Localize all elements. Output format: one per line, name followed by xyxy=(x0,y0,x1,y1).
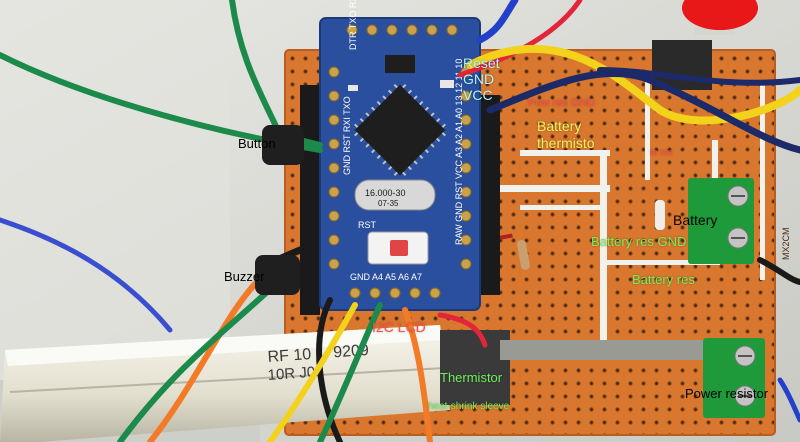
yellow-wire-lcd xyxy=(267,302,358,442)
silkscreen-left-pins: GND RST RXI TXO xyxy=(342,96,352,175)
buzzer-connector xyxy=(255,255,300,295)
mcu-chip xyxy=(354,84,446,176)
blue-wire-top xyxy=(476,0,519,44)
power-resistor: RF 10 ... 9209 10R J08 xyxy=(0,325,720,442)
label-vcc: VCC xyxy=(463,87,493,103)
label-power-resistor: Power resistor xyxy=(685,386,769,401)
label-small-red: to res xyxy=(650,147,673,157)
label-battery-thermisto-2: thermisto xyxy=(537,135,595,151)
yellow-wire-top xyxy=(466,44,800,125)
crystal-marking: 16.000-30 xyxy=(365,188,406,198)
heat-shrink-sleeve-body xyxy=(440,330,510,405)
rst-marking: RST xyxy=(358,220,377,230)
arduino-pro-mini xyxy=(319,17,481,311)
board-marking: MX2CM xyxy=(781,227,791,260)
button-connector xyxy=(262,125,304,165)
label-thermistor: Thermistor xyxy=(440,370,503,385)
label-battery-res-gnd: Battery res GND xyxy=(591,234,687,249)
jumper-wire xyxy=(500,185,610,192)
silkscreen-right-pins: RAW GND RST VCC A3 A2 A1 A0 13 12 11 10 xyxy=(454,59,464,245)
power-resistor-terminal-block xyxy=(703,338,765,418)
red-wire-top xyxy=(457,0,583,78)
label-pow-res-gnd: Pow res GND xyxy=(528,97,596,109)
dark-blue-wire xyxy=(486,69,800,154)
silkscreen-top-pins: DTR TXO RXI VCC GND GND xyxy=(348,0,358,50)
green-wire-lcd xyxy=(317,302,383,442)
label-i2c-lcd: I2C LCD xyxy=(372,319,426,335)
battery-terminal-block xyxy=(688,178,754,264)
label-buzzer: Buzzer xyxy=(224,269,265,284)
orange-wire-lcd xyxy=(402,307,433,442)
silkscreen-bottom-pins: GND A4 A5 A6 A7 xyxy=(350,272,422,282)
crystal xyxy=(354,179,436,211)
red-led xyxy=(682,0,758,30)
label-battery-thermisto-1: Battery xyxy=(537,118,582,134)
label-reset: Reset xyxy=(463,55,500,71)
label-battery-res: Battery res xyxy=(632,272,695,287)
label-battery: Battery xyxy=(673,212,718,228)
small-resistor xyxy=(655,200,665,230)
left-header xyxy=(300,85,320,315)
label-heat-shrink-sleeve: heat-shrink sleeve xyxy=(428,401,510,412)
blue-wire-left xyxy=(0,217,173,333)
label-button: Button xyxy=(238,136,276,151)
crystal-marking-sub: 07-35 xyxy=(378,199,399,208)
label-gnd: GND xyxy=(463,71,495,87)
